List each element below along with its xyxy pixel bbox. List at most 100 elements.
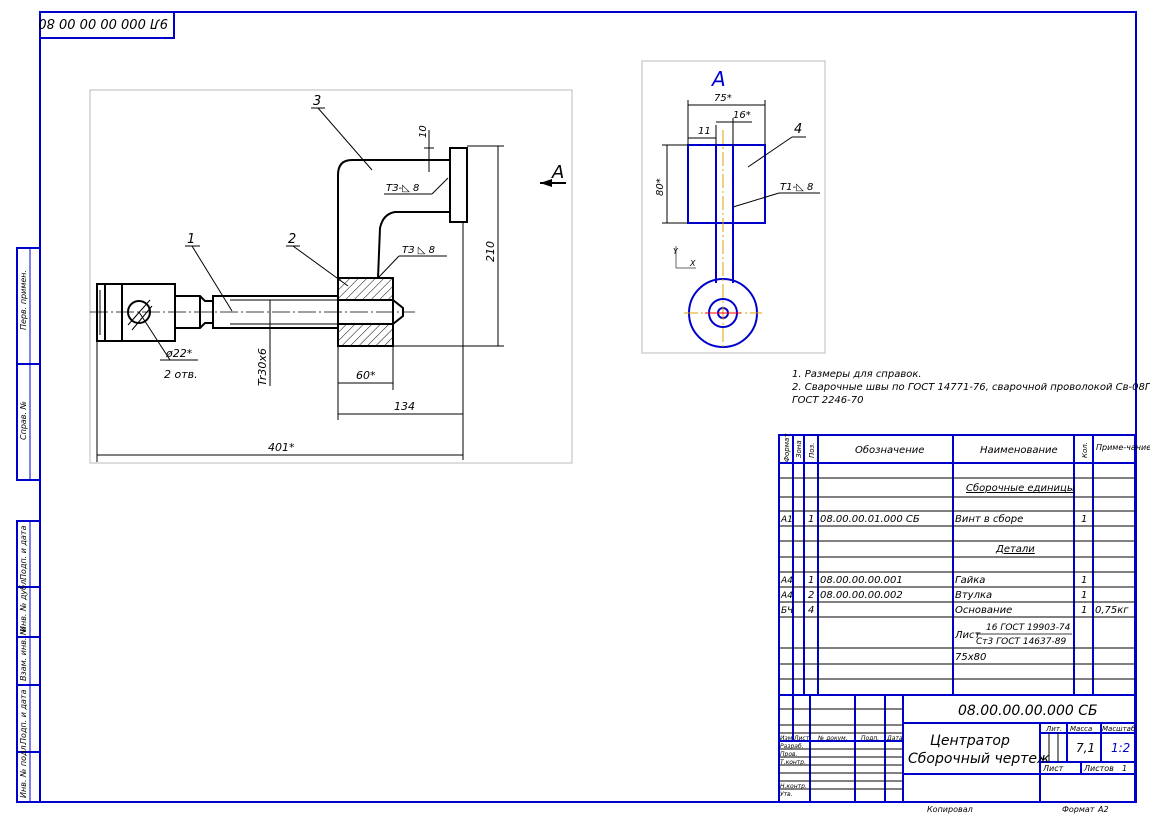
tb-mass-label: Масса xyxy=(1070,725,1092,733)
tb-designation: 08.00.00.00.000 СБ xyxy=(958,703,1098,719)
view-a: A xyxy=(641,60,826,354)
tb-name-line-2: Сборочный чертеж xyxy=(908,751,1050,767)
technical-notes: 1. Размеры для справок. 2. Сварочные швы… xyxy=(792,369,1150,406)
leader-label-3: 3 xyxy=(313,94,321,109)
spec-cell: 08.00.00.01.000 СБ xyxy=(820,514,920,525)
spec-cell: A4 xyxy=(780,576,793,586)
note-3: ГОСТ 2246-70 xyxy=(792,395,864,406)
spec-cell: 1 xyxy=(1081,514,1087,525)
weld-mark-lower: ТЗ ◺ 8 xyxy=(402,245,435,256)
view-a-title: A xyxy=(710,67,726,91)
spec-header-note: Приме-чание xyxy=(1096,443,1150,452)
left-strip xyxy=(16,247,41,803)
spec-cell: 0,75кг xyxy=(1095,605,1129,616)
tb-lit-label: Лит. xyxy=(1045,725,1062,733)
spec-cell: 08.00.00.00.002 xyxy=(820,590,903,601)
tb-row-label: Разраб. xyxy=(780,743,804,750)
spec-cell: 2 xyxy=(808,590,814,601)
tb-format-value: А2 xyxy=(1097,805,1109,814)
strip-label: Перв. примен. xyxy=(19,270,28,330)
spec-header-qty: Кол. xyxy=(1081,442,1089,458)
dim-16: 16* xyxy=(733,110,751,121)
spec-cell: 08.00.00.00.001 xyxy=(820,575,903,586)
spec-cell: 1 xyxy=(808,514,814,525)
dim-gap: 10 xyxy=(418,125,429,138)
spec-header-name: Наименование xyxy=(980,445,1058,456)
tb-col-label: Дата xyxy=(886,735,903,742)
strip-label: Подп. и дата xyxy=(19,525,28,580)
spec-cell: Лист xyxy=(954,630,982,641)
spec-cell: Винт в сборе xyxy=(955,513,1023,525)
spec-cell: 1 xyxy=(1081,605,1087,616)
spec-header-designation: Обозначение xyxy=(855,444,924,456)
axis-x-label: X xyxy=(689,259,696,268)
tb-scale: 1:2 xyxy=(1111,741,1130,755)
spec-cell: 4 xyxy=(808,605,814,616)
dim-80: 80* xyxy=(655,178,666,196)
tb-col-label: Изм xyxy=(780,735,793,742)
dim-thread: Tr30x6 xyxy=(256,348,269,386)
spec-heading-assemblies: Сборочные единицы xyxy=(966,482,1075,494)
spec-cell: 75х80 xyxy=(955,652,986,663)
dim-diameter: ø22* xyxy=(165,347,193,360)
dim-60: 60* xyxy=(356,369,376,382)
main-view: 1 2 3 ТЗ-◺ 8 ТЗ ◺ 8 xyxy=(89,89,573,464)
leader-label-2: 2 xyxy=(288,232,296,247)
view-arrow-label: A xyxy=(551,162,564,183)
strip-label: Инв. № дубл. xyxy=(19,577,28,632)
tb-row-label: Пров. xyxy=(780,751,798,758)
strip-label: Инв. № подл. xyxy=(19,743,28,798)
title-block: Изм Лист № докум. Подп. Дата Разраб. Про… xyxy=(778,694,1136,803)
dim-134: 134 xyxy=(394,400,415,413)
axis-y-label: Y xyxy=(673,247,679,256)
dim-11: 11 xyxy=(698,126,711,137)
view-a-weld: Т1-◺ 8 xyxy=(780,182,813,193)
tb-sheet-label: Лист xyxy=(1042,764,1064,773)
spec-cell: A4 xyxy=(780,591,793,601)
leader-label-1: 1 xyxy=(187,232,195,247)
spec-sheet-note-1: 16 ГОСТ 19903-74 xyxy=(986,623,1071,633)
spec-cell: 1 xyxy=(808,575,814,586)
spec-heading-parts: Детали xyxy=(995,544,1035,555)
strip-label: Взам. инв. № xyxy=(19,627,28,681)
tb-sheets-value: 1 xyxy=(1122,764,1127,773)
tb-row-label: Т.контр. xyxy=(780,759,806,766)
spec-cell: БЧ xyxy=(781,606,793,616)
note-1: 1. Размеры для справок. xyxy=(792,369,922,380)
spec-sheet-note-2: Ст3 ГОСТ 14637-89 xyxy=(976,637,1066,647)
tb-col-label: Подп. xyxy=(861,735,879,742)
stamp-code: 9Л 000 00 00 00 80 xyxy=(38,15,168,30)
spec-header-pos: Поз. xyxy=(808,443,816,459)
tb-col-label: № докум. xyxy=(817,735,848,742)
spec-header-zone: Зона xyxy=(795,440,803,458)
weld-mark-upper: ТЗ-◺ 8 xyxy=(386,183,419,194)
tb-copied: Копировал xyxy=(927,805,973,814)
view-a-leader: 4 xyxy=(794,122,802,137)
tb-name-line-1: Центратор xyxy=(930,733,1010,749)
specification-table: Формат Зона Поз. Обозначение Наименовани… xyxy=(778,433,1150,696)
spec-cell: 1 xyxy=(1081,590,1087,601)
stamp-code-box: 9Л 000 00 00 00 80 xyxy=(38,11,175,39)
dim-height: 210 xyxy=(484,241,497,262)
spec-header-format: Формат xyxy=(783,433,791,462)
spec-cell: Основание xyxy=(955,605,1012,616)
strip-label: Подп. и дата xyxy=(19,689,28,744)
tb-row-label: Н.контр. xyxy=(780,783,807,790)
tb-col-label: Лист xyxy=(793,735,810,742)
dim-75: 75* xyxy=(714,93,732,104)
tb-sheets-label: Листов xyxy=(1083,764,1114,773)
dim-diameter-note: 2 отв. xyxy=(164,368,198,381)
spec-cell: 1 xyxy=(1081,575,1087,586)
note-2: 2. Сварочные швы по ГОСТ 14771-76, сваро… xyxy=(792,382,1150,393)
tb-row-label: Утв. xyxy=(780,791,793,798)
strip-label: Справ. № xyxy=(19,401,28,440)
spec-cell: Гайка xyxy=(955,575,985,586)
tb-scale-label: Масштаб xyxy=(1102,725,1136,733)
base-bracket-part xyxy=(337,147,468,279)
spec-cell: A1 xyxy=(780,515,793,525)
spec-cell: Втулка xyxy=(955,590,992,601)
tb-mass: 7,1 xyxy=(1076,741,1095,755)
tb-format-label: Формат xyxy=(1062,805,1095,814)
dim-401: 401* xyxy=(268,441,295,454)
